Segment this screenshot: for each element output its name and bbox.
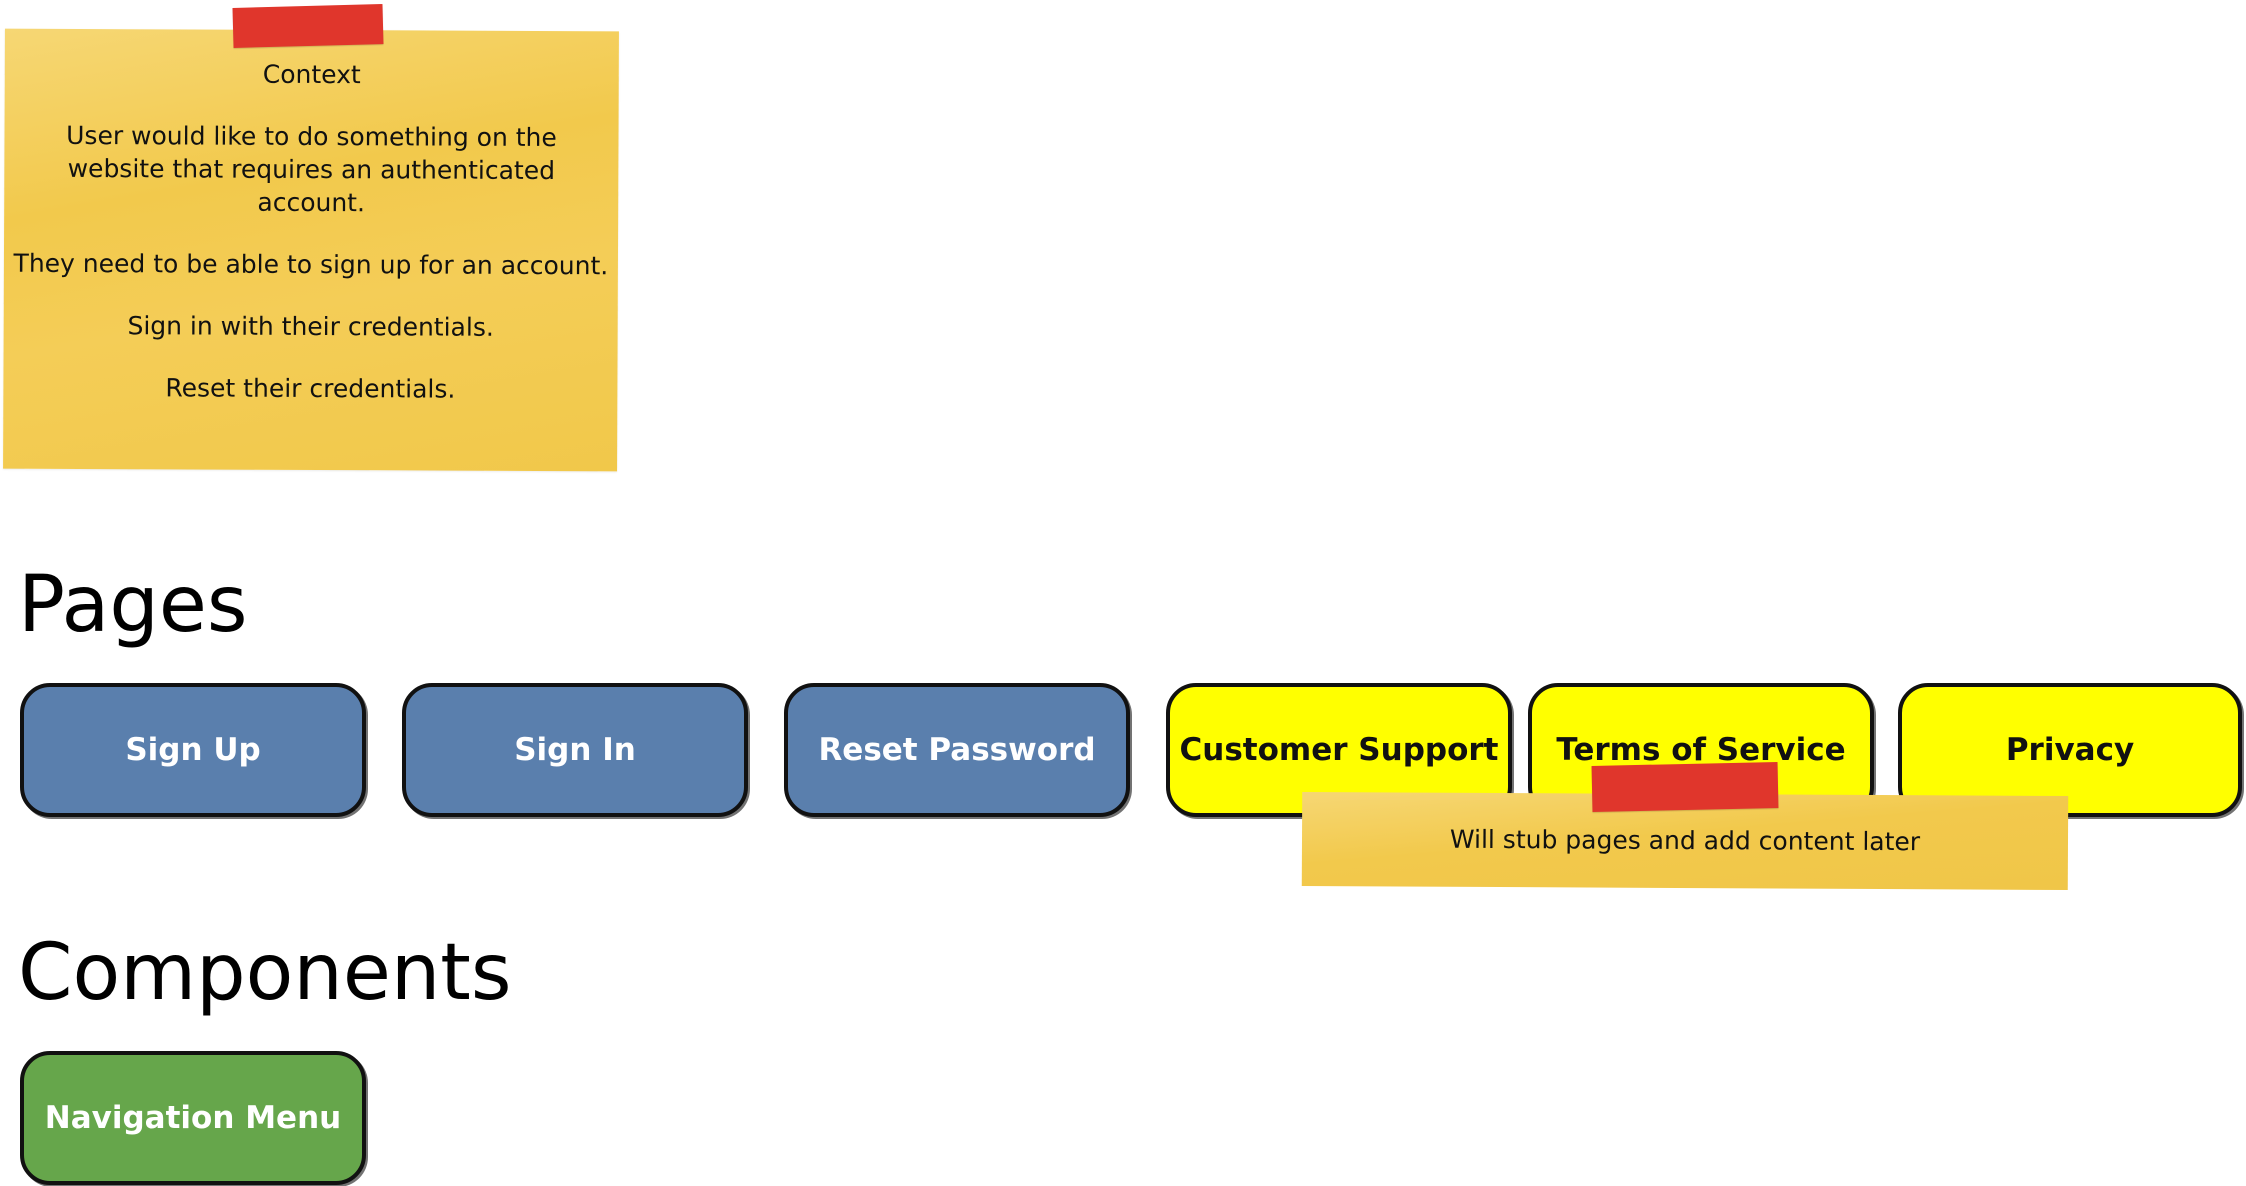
context-note-title: Context	[262, 59, 361, 90]
page-node-label: Privacy	[2005, 732, 2135, 768]
context-note-line: They need to be able to sign up for an a…	[13, 248, 609, 281]
page-node-sign-up[interactable]: Sign Up	[20, 683, 366, 817]
page-node-label: Sign In	[514, 732, 636, 768]
context-note-line: Reset their credentials.	[165, 373, 456, 404]
page-node-label: Sign Up	[125, 732, 261, 768]
stub-note-text: Will stub pages and add content later	[1449, 824, 1921, 857]
page-node-sign-in[interactable]: Sign In	[402, 683, 748, 817]
components-heading: Components	[18, 928, 512, 1018]
page-node-reset-password[interactable]: Reset Password	[784, 683, 1130, 817]
context-sticky-note: Context User would like to do something …	[3, 28, 619, 472]
page-node-label: Reset Password	[818, 732, 1096, 768]
context-note-line: Sign in with their credentials.	[127, 311, 494, 342]
stub-note-tape	[1591, 762, 1779, 812]
pages-heading: Pages	[18, 560, 248, 650]
context-note-line: User would like to do something on the w…	[66, 120, 557, 218]
component-node-label: Navigation Menu	[44, 1100, 342, 1136]
page-node-label: Terms of Service	[1556, 732, 1846, 768]
component-node-navigation-menu[interactable]: Navigation Menu	[20, 1051, 366, 1185]
page-node-label: Customer Support	[1179, 732, 1499, 768]
context-note-tape	[232, 4, 384, 48]
